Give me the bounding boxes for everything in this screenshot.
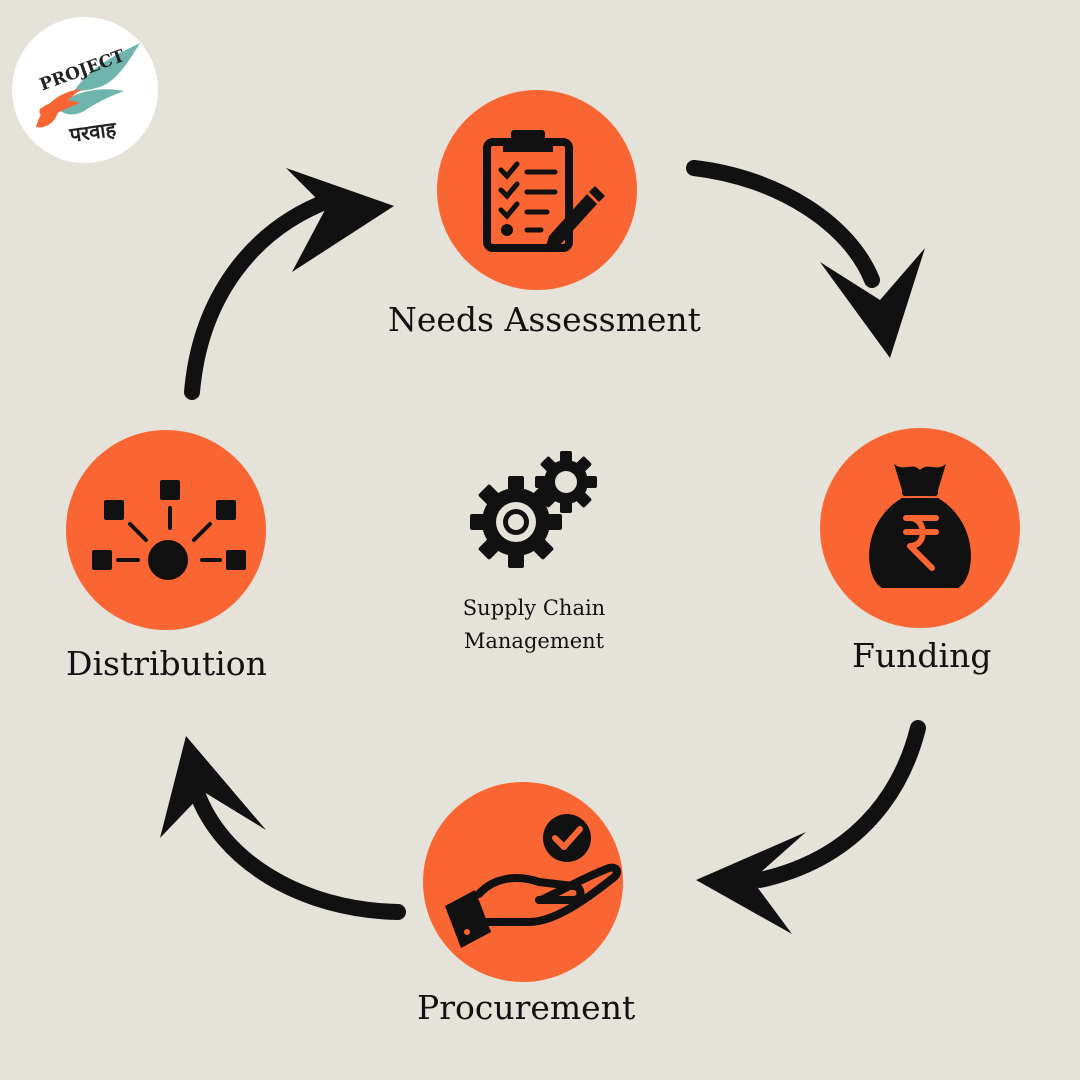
logo-hands-icon: PROJECT परवाह <box>36 43 140 147</box>
step-needs-assessment <box>437 90 637 290</box>
arrow-funding-to-procurement <box>696 720 926 934</box>
arrow-distribution-to-needs <box>184 168 394 400</box>
rupee-money-bag-icon <box>869 464 971 588</box>
step-label-procurement: Procurement <box>417 988 636 1027</box>
center-label-line2: Management <box>463 629 605 653</box>
step-procurement <box>423 782 623 982</box>
step-label-distribution: Distribution <box>66 644 267 683</box>
distribution-network-icon <box>92 480 246 580</box>
step-label-needs-assessment: Needs Assessment <box>388 300 701 339</box>
arrow-procurement-to-distribution <box>160 736 406 920</box>
center-label: Supply Chain Management <box>430 592 638 658</box>
step-label-funding: Funding <box>852 636 992 675</box>
hand-with-check-icon <box>445 814 622 948</box>
gears-icon <box>470 451 597 568</box>
arrow-needs-to-funding <box>686 160 925 358</box>
step-distribution <box>66 430 266 630</box>
step-funding <box>820 428 1020 628</box>
project-logo: PROJECT परवाह <box>12 17 158 163</box>
center-label-line1: Supply Chain <box>462 596 606 620</box>
clipboard-checklist-icon <box>483 130 605 252</box>
